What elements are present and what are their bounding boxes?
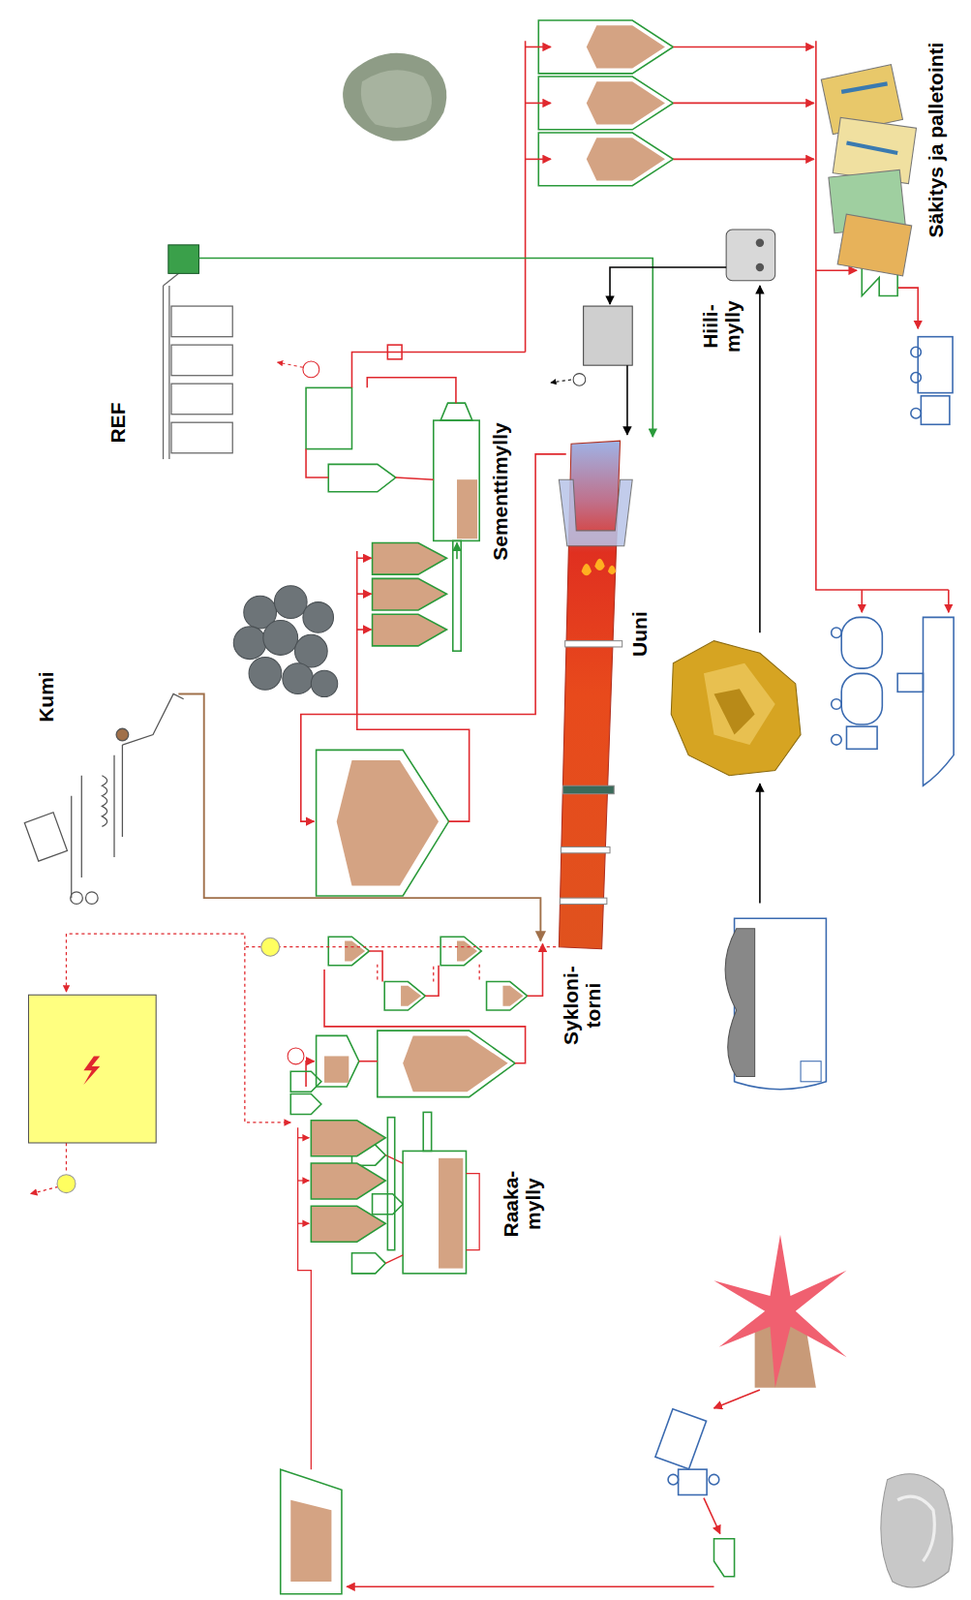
equipment-label: Uuni [627,611,650,658]
equipment-label: Raaka- mylly [499,1170,545,1238]
fuel-label: REF [106,402,129,444]
equipment-label: Sementtimylly [487,423,511,561]
equipment-label: Hiili- mylly [698,300,744,353]
equipment-label: Sykloni- torni [559,965,605,1045]
fuel-label: Kumi [33,671,57,724]
area-label: Säkitys ja palletointi [924,42,947,239]
